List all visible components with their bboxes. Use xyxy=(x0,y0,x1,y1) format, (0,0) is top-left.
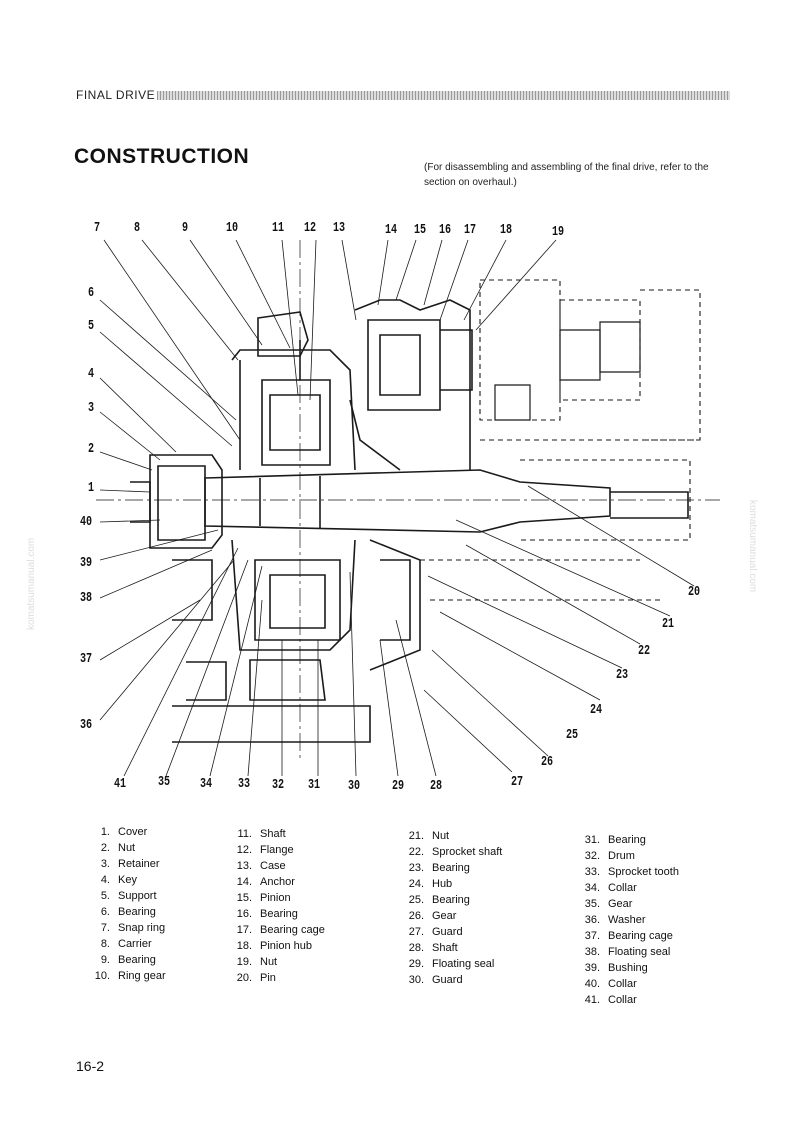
list-item: 3.Retainer xyxy=(100,858,160,870)
list-item: 33.Sprocket tooth xyxy=(584,866,679,878)
list-item: 15.Pinion xyxy=(236,892,291,904)
list-item: 31.Bearing xyxy=(584,834,646,846)
list-item: 26.Gear xyxy=(408,910,457,922)
list-item: 28.Shaft xyxy=(408,942,458,954)
callout-9: 9 xyxy=(182,220,189,236)
list-item: 8.Carrier xyxy=(100,938,152,950)
callout-7: 7 xyxy=(94,220,101,236)
callout-19: 19 xyxy=(552,224,565,240)
page-number: 16-2 xyxy=(76,1058,105,1074)
callout-31: 31 xyxy=(308,777,321,793)
callout-40: 40 xyxy=(80,514,93,530)
callout-2: 2 xyxy=(88,441,95,457)
list-item: 7.Snap ring xyxy=(100,922,166,934)
list-item: 21.Nut xyxy=(408,830,450,842)
callout-11: 11 xyxy=(272,220,285,236)
list-item: 14.Anchor xyxy=(236,876,295,888)
list-item: 27.Guard xyxy=(408,926,463,938)
callout-41: 41 xyxy=(114,776,127,792)
list-item: 1.Cover xyxy=(100,826,148,838)
page-title: CONSTRUCTION xyxy=(74,145,250,168)
parts-list: 1.Cover 2.Nut 3.Retainer 4.Key 5.Support… xyxy=(0,824,794,1014)
callout-3: 3 xyxy=(88,400,95,416)
parts-column-1: 1.Cover 2.Nut 3.Retainer 4.Key 5.Support… xyxy=(80,824,166,984)
parts-column-3: 21.Nut 22.Sprocket shaft 23.Bearing 24.H… xyxy=(394,828,503,988)
callout-34: 34 xyxy=(200,776,213,792)
callout-26: 26 xyxy=(541,754,554,770)
callout-21: 21 xyxy=(662,616,675,632)
callout-16: 16 xyxy=(439,222,452,238)
callout-20: 20 xyxy=(688,584,701,600)
callout-27: 27 xyxy=(511,774,524,790)
list-item: 20.Pin xyxy=(236,972,276,984)
list-item: 32.Drum xyxy=(584,850,635,862)
list-item: 5.Support xyxy=(100,890,157,902)
watermark-left: komatsumanual.com xyxy=(26,537,37,630)
list-item: 11.Shaft xyxy=(237,828,286,840)
list-item: 2.Nut xyxy=(100,842,136,854)
callout-33: 33 xyxy=(238,776,251,792)
callout-36: 36 xyxy=(80,717,93,733)
callout-15: 15 xyxy=(414,222,427,238)
list-item: 38.Floating seal xyxy=(584,946,671,958)
list-item: 30.Guard xyxy=(408,974,463,986)
callout-29: 29 xyxy=(392,778,405,794)
callout-5: 5 xyxy=(88,318,95,334)
list-item: 24.Hub xyxy=(408,878,453,890)
callout-12: 12 xyxy=(304,220,317,236)
list-item: 34.Collar xyxy=(584,882,637,894)
callout-10: 10 xyxy=(226,220,239,236)
list-item: 4.Key xyxy=(100,874,137,886)
callout-37: 37 xyxy=(80,651,93,667)
callout-4: 4 xyxy=(88,366,95,382)
list-item: 16.Bearing xyxy=(236,908,298,920)
list-item: 12.Flange xyxy=(236,844,294,856)
list-item: 9.Bearing xyxy=(100,954,156,966)
callout-1: 1 xyxy=(88,480,95,496)
list-item: 40.Collar xyxy=(584,978,637,990)
final-drive-cross-section-drawing xyxy=(96,239,720,777)
callout-18: 18 xyxy=(500,222,513,238)
list-item: 18.Pinion hub xyxy=(236,940,312,952)
callout-6: 6 xyxy=(88,285,95,301)
callout-38: 38 xyxy=(80,590,93,606)
list-item: 36.Washer xyxy=(584,914,646,926)
parts-column-4: 31.Bearing 32.Drum 33.Sprocket tooth 34.… xyxy=(570,832,679,1008)
list-item: 41.Collar xyxy=(584,994,637,1006)
callout-17: 17 xyxy=(464,222,477,238)
list-item: 29.Floating seal xyxy=(408,958,495,970)
section-title: FINAL DRIVE xyxy=(76,88,156,102)
callout-28: 28 xyxy=(430,778,443,794)
callout-30: 30 xyxy=(348,778,361,794)
list-item: 23.Bearing xyxy=(408,862,470,874)
callout-23: 23 xyxy=(616,667,629,683)
list-item: 10.Ring gear xyxy=(94,970,166,982)
list-item: 25.Bearing xyxy=(408,894,470,906)
watermark-right: komatsumanual.com xyxy=(747,500,758,593)
callout-25: 25 xyxy=(566,727,579,743)
list-item: 6.Bearing xyxy=(100,906,156,918)
callout-35: 35 xyxy=(158,774,171,790)
list-item: 19.Nut xyxy=(236,956,278,968)
list-item: 17.Bearing cage xyxy=(236,924,325,936)
parts-column-2: 11.Shaft 12.Flange 13.Case 14.Anchor 15.… xyxy=(222,826,325,986)
header-rule xyxy=(157,90,730,100)
overhaul-note: (For disassembling and assembling of the… xyxy=(424,162,709,188)
list-item: 39.Bushing xyxy=(584,962,648,974)
callout-14: 14 xyxy=(385,222,398,238)
list-item: 37.Bearing cage xyxy=(584,930,673,942)
page-header: FINAL DRIVE xyxy=(76,88,730,102)
list-item: 35.Gear xyxy=(584,898,633,910)
callout-24: 24 xyxy=(590,702,603,718)
callout-22: 22 xyxy=(638,643,651,659)
callout-39: 39 xyxy=(80,555,93,571)
callout-8: 8 xyxy=(134,220,141,236)
callout-32: 32 xyxy=(272,777,285,793)
list-item: 22.Sprocket shaft xyxy=(408,846,503,858)
callout-13: 13 xyxy=(333,220,346,236)
list-item: 13.Case xyxy=(236,860,286,872)
